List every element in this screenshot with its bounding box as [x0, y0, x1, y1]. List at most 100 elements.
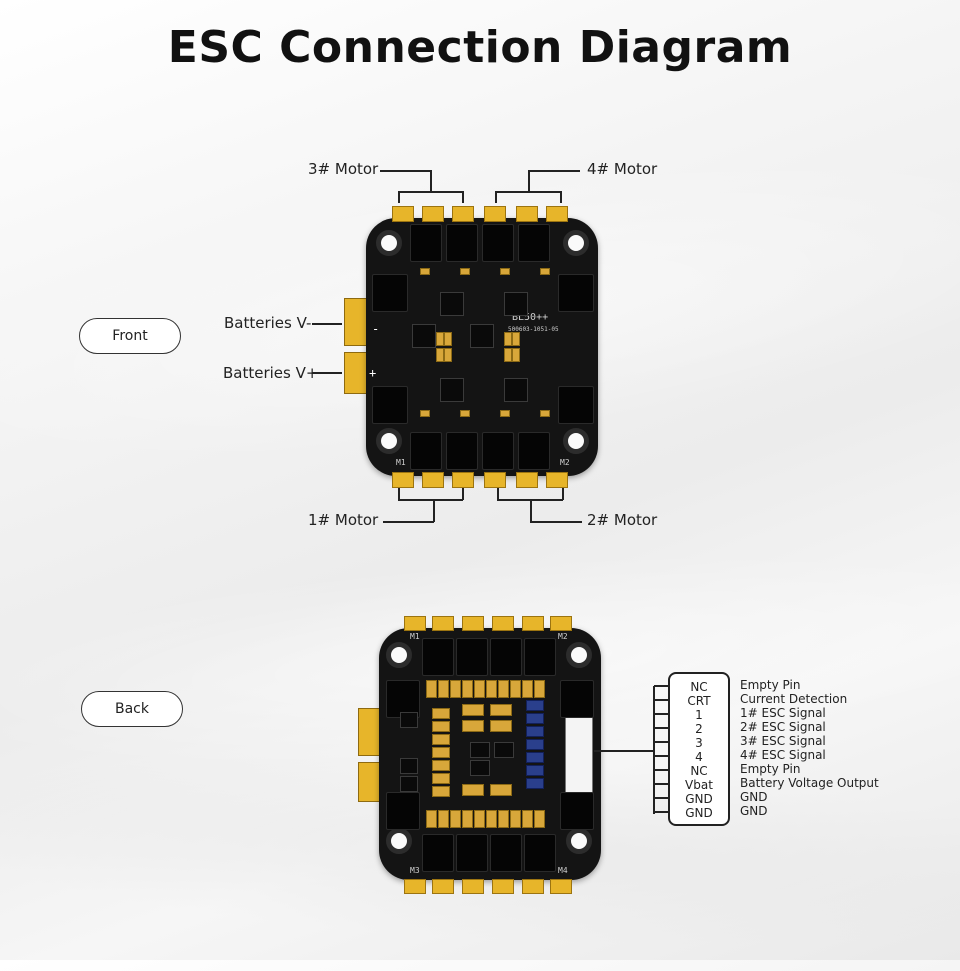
motor1-label: 1# Motor — [308, 511, 379, 529]
motor-solder-pad — [392, 206, 414, 222]
pin-lead — [654, 713, 668, 715]
silk-m2: M2 — [558, 632, 568, 641]
capacitor — [450, 680, 461, 698]
mosfet — [372, 386, 408, 424]
connector-leader-line — [594, 750, 654, 752]
pin-name: NC — [690, 764, 708, 778]
pin-bracket — [653, 686, 655, 814]
pin-lead — [654, 741, 668, 743]
pin-description: Current Detection — [740, 692, 848, 706]
capacitor — [420, 268, 430, 275]
capacitor — [510, 680, 521, 698]
capacitor — [526, 778, 544, 789]
pin-lead — [654, 797, 668, 799]
bracket-tick — [495, 191, 497, 203]
pin-lead — [654, 727, 668, 729]
mcu-chip — [440, 292, 464, 316]
driver-chip — [470, 760, 490, 776]
pin-name: 3 — [695, 736, 703, 750]
battery-negative-pad — [344, 298, 368, 346]
back-view-label: Back — [81, 691, 183, 727]
motor-solder-pad — [516, 472, 538, 488]
motor-solder-pad — [432, 616, 454, 631]
motor-solder-pad — [546, 206, 568, 222]
leader-line — [530, 521, 582, 523]
battery-positive-label: Batteries V+ — [223, 364, 319, 382]
bracket-tick — [562, 488, 564, 500]
capacitor — [512, 332, 520, 346]
capacitor — [526, 765, 544, 776]
motor-solder-pad — [516, 206, 538, 222]
motor-solder-pad — [422, 206, 444, 222]
bracket-tick — [462, 488, 464, 500]
bracket-motor1 — [398, 499, 463, 501]
mount-hole — [386, 642, 412, 668]
motor-solder-pad — [550, 616, 572, 631]
capacitor — [460, 410, 470, 417]
capacitor — [462, 680, 473, 698]
pin-description: 4# ESC Signal — [740, 748, 826, 762]
mcu-chip — [470, 324, 494, 348]
fc-connector — [565, 716, 593, 794]
capacitor — [540, 410, 550, 417]
mosfet — [490, 834, 522, 872]
mosfet — [422, 638, 454, 676]
mount-hole — [376, 428, 402, 454]
battery-positive-pad — [344, 352, 368, 394]
motor-solder-pad — [550, 879, 572, 894]
capacitor — [432, 760, 450, 771]
capacitor — [432, 708, 450, 719]
mcu-chip — [504, 292, 528, 316]
mosfet — [386, 792, 420, 830]
pin-lead — [654, 783, 668, 785]
bracket-tick — [462, 191, 464, 203]
motor-solder-pad — [522, 616, 544, 631]
leader-line — [528, 170, 580, 172]
bracket-tick — [398, 488, 400, 500]
bracket-tick — [497, 488, 499, 500]
mount-hole — [566, 642, 592, 668]
leader-line — [430, 170, 432, 192]
mosfet — [446, 432, 478, 470]
leader-line — [312, 323, 342, 325]
mosfet — [490, 638, 522, 676]
mosfet — [446, 224, 478, 262]
shunt-resistor — [400, 712, 418, 728]
capacitor — [534, 810, 545, 828]
capacitor — [462, 704, 484, 716]
capacitor — [460, 268, 470, 275]
pin-name: 4 — [695, 750, 703, 764]
front-view-label: Front — [79, 318, 181, 354]
mount-hole — [563, 230, 589, 256]
silk-m3: M3 — [410, 866, 420, 875]
capacitor — [534, 680, 545, 698]
silk-m2: M2 — [560, 458, 570, 467]
page-title: ESC Connection Diagram — [167, 22, 793, 73]
driver-chip — [494, 742, 514, 758]
motor-solder-pad — [462, 879, 484, 894]
pin-description: Empty Pin — [740, 678, 801, 692]
capacitor — [432, 734, 450, 745]
pin-description: Battery Voltage Output — [740, 776, 879, 790]
capacitor — [526, 700, 544, 711]
motor-solder-pad — [392, 472, 414, 488]
pin-description: GND — [740, 790, 768, 804]
shunt-resistor — [400, 776, 418, 792]
capacitor — [438, 810, 449, 828]
pin-name: 1 — [695, 708, 703, 722]
shunt-resistor — [400, 758, 418, 774]
motor-solder-pad — [484, 206, 506, 222]
mcu-chip — [504, 378, 528, 402]
mosfet — [518, 224, 550, 262]
mosfet — [422, 834, 454, 872]
pin-name: CRT — [687, 694, 711, 708]
capacitor — [444, 332, 452, 346]
pin-lead — [654, 685, 668, 687]
motor-solder-pad — [432, 879, 454, 894]
mosfet — [372, 274, 408, 312]
mount-hole — [566, 828, 592, 854]
leader-line — [528, 170, 530, 192]
capacitor — [486, 680, 497, 698]
leader-line — [433, 499, 435, 522]
